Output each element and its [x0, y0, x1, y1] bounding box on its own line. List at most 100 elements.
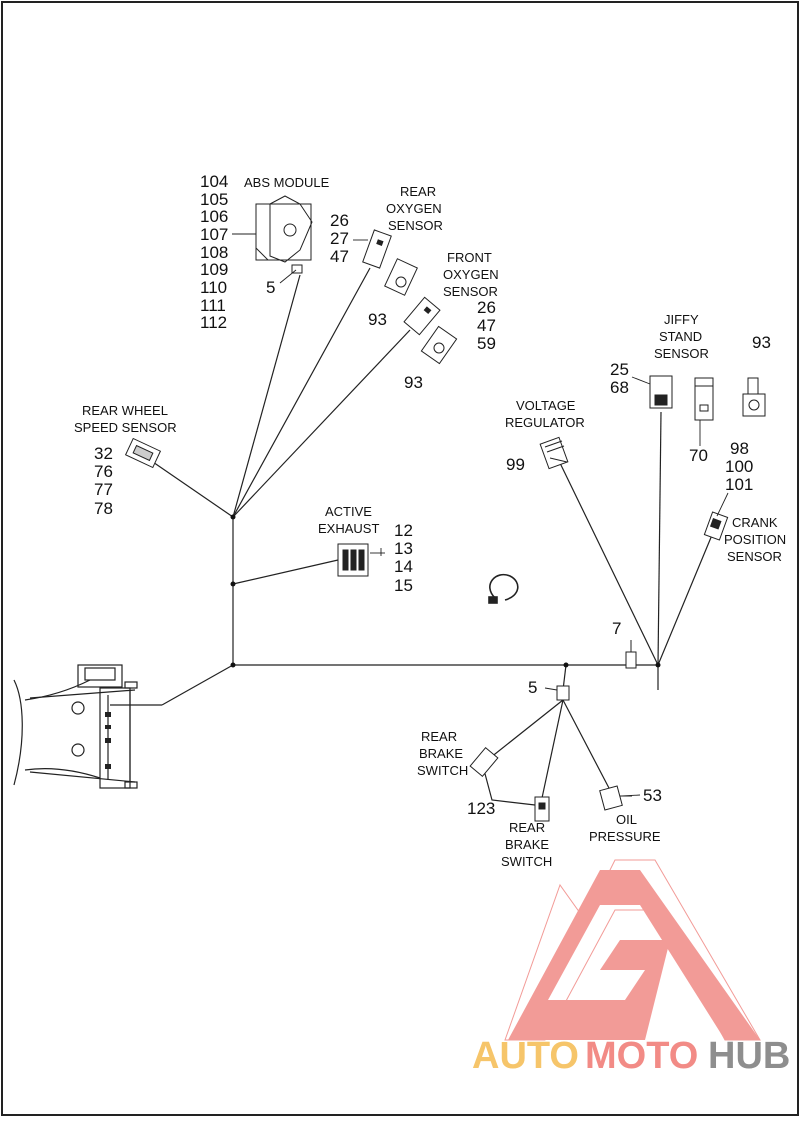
rear-brake-switch-connector-1	[469, 746, 499, 778]
callout-branch-clip-5: 5	[528, 678, 537, 697]
active-exhaust-connector	[337, 543, 369, 577]
callout-abs-clip: 5	[266, 278, 275, 297]
label-front-oxygen-1: FRONT	[447, 250, 492, 265]
label-front-oxygen-2: OXYGEN	[443, 267, 499, 282]
rear-oxygen-connector	[362, 229, 392, 269]
callout-110: 110	[200, 278, 227, 297]
label-crank-3: SENSOR	[727, 549, 782, 564]
label-oil-1: OIL	[616, 812, 637, 827]
callout-ae-12: 12	[394, 521, 413, 540]
leader-lines	[232, 233, 729, 797]
rear-oxygen-cap	[384, 258, 418, 296]
watermark-logo	[504, 859, 761, 1041]
callout-crank-101: 101	[725, 475, 753, 494]
junction-dot	[230, 581, 236, 587]
wire-active-exhaust	[232, 559, 339, 585]
callout-rw-76: 76	[94, 462, 113, 481]
label-rear-oxygen-1: REAR	[400, 184, 436, 199]
junction-dot	[230, 662, 236, 668]
front-oxygen-connector	[403, 296, 441, 336]
junction-dot	[563, 662, 569, 668]
callout-brake-123: 123	[467, 799, 495, 818]
watermark-moto: MOTO	[585, 1035, 698, 1077]
leader-53	[621, 794, 641, 797]
callout-rear-o2-47: 47	[330, 247, 349, 266]
labels: ABS MODULE REAR OXYGEN SENSOR FRONT OXYG…	[74, 175, 786, 869]
branch-clip	[556, 685, 570, 701]
callout-front-o2-cap: 93	[404, 373, 423, 392]
callout-ae-15: 15	[394, 576, 413, 595]
harness-wires	[110, 267, 713, 806]
wire-brake-1	[489, 699, 564, 759]
jiffy-stand-connector	[649, 375, 673, 409]
label-rear-wheel-1: REAR WHEEL	[82, 403, 168, 418]
callout-ae-13: 13	[394, 539, 413, 558]
callout-rear-o2-27: 27	[330, 229, 349, 248]
watermark-text: AUTO MOTO HUB	[472, 1035, 790, 1077]
callout-105: 105	[200, 190, 228, 209]
callout-rear-o2-26: 26	[330, 211, 349, 230]
watermark-auto: AUTO	[472, 1035, 579, 1077]
wire-voltage-regulator	[559, 462, 659, 666]
label-brake2-1: REAR	[509, 820, 545, 835]
front-oxygen-cap	[420, 325, 458, 365]
callout-107: 107	[200, 225, 228, 244]
leader-jiffy	[631, 376, 651, 385]
wire-front-o2	[232, 329, 411, 518]
callout-jiffy-68: 68	[610, 378, 629, 397]
callout-109: 109	[200, 260, 228, 279]
rear-brake-switch-connector-2	[534, 796, 550, 822]
label-crank-1: CRANK	[732, 515, 778, 530]
leader-crank	[716, 492, 729, 517]
oil-pressure-connector	[599, 785, 632, 811]
junction-dot	[655, 662, 661, 668]
callout-106: 106	[200, 207, 228, 226]
jiffy-mating-connector	[694, 377, 714, 421]
jiffy-cap	[742, 377, 766, 417]
callout-front-o2-47: 47	[477, 316, 496, 335]
callout-104: 104	[200, 172, 228, 191]
callout-crank-98: 98	[730, 439, 749, 458]
callout-rw-32: 32	[94, 444, 113, 463]
label-jiffy-3: SENSOR	[654, 346, 709, 361]
label-brake2-3: SWITCH	[501, 854, 552, 869]
callout-108: 108	[200, 243, 228, 262]
junction-dot	[230, 514, 236, 520]
label-rear-oxygen-3: SENSOR	[388, 218, 443, 233]
callout-front-o2-26: 26	[477, 298, 496, 317]
leader-abs-clip	[279, 269, 297, 284]
label-brake1-1: REAR	[421, 729, 457, 744]
label-active-1: ACTIVE	[325, 504, 372, 519]
callouts: 104 105 106 107 108 109 110 111 112 5 26…	[94, 172, 771, 818]
callout-jiffy-93: 93	[752, 333, 771, 352]
crank-connector	[703, 511, 729, 541]
wire-rear-o2	[232, 267, 371, 518]
label-front-oxygen-3: SENSOR	[443, 284, 498, 299]
label-brake1-2: BRAKE	[419, 746, 463, 761]
callout-rw-78: 78	[94, 499, 113, 518]
callout-front-o2-59: 59	[477, 334, 496, 353]
label-crank-2: POSITION	[724, 532, 786, 547]
watermark-hub: HUB	[708, 1035, 790, 1077]
abs-module-drawing	[255, 195, 313, 274]
main-clip	[625, 640, 637, 669]
frame-section	[13, 664, 138, 789]
leader-99	[549, 457, 568, 463]
callout-rear-o2-cap: 93	[368, 310, 387, 329]
wire-crank	[657, 534, 713, 666]
voltage-regulator-connector	[539, 436, 569, 470]
watermark-triangle	[508, 870, 760, 1040]
label-oil-2: PRESSURE	[589, 829, 661, 844]
label-jiffy-2: STAND	[659, 329, 702, 344]
wire-jiffy	[657, 411, 662, 666]
rear-wheel-connector	[124, 437, 162, 469]
label-voltage-2: REGULATOR	[505, 415, 585, 430]
p-clamp	[488, 573, 519, 604]
label-abs-module: ABS MODULE	[244, 175, 330, 190]
callout-crank-100: 100	[725, 457, 753, 476]
frame-clips	[105, 712, 111, 769]
callout-111: 111	[200, 296, 226, 315]
label-jiffy-1: JIFFY	[664, 312, 699, 327]
